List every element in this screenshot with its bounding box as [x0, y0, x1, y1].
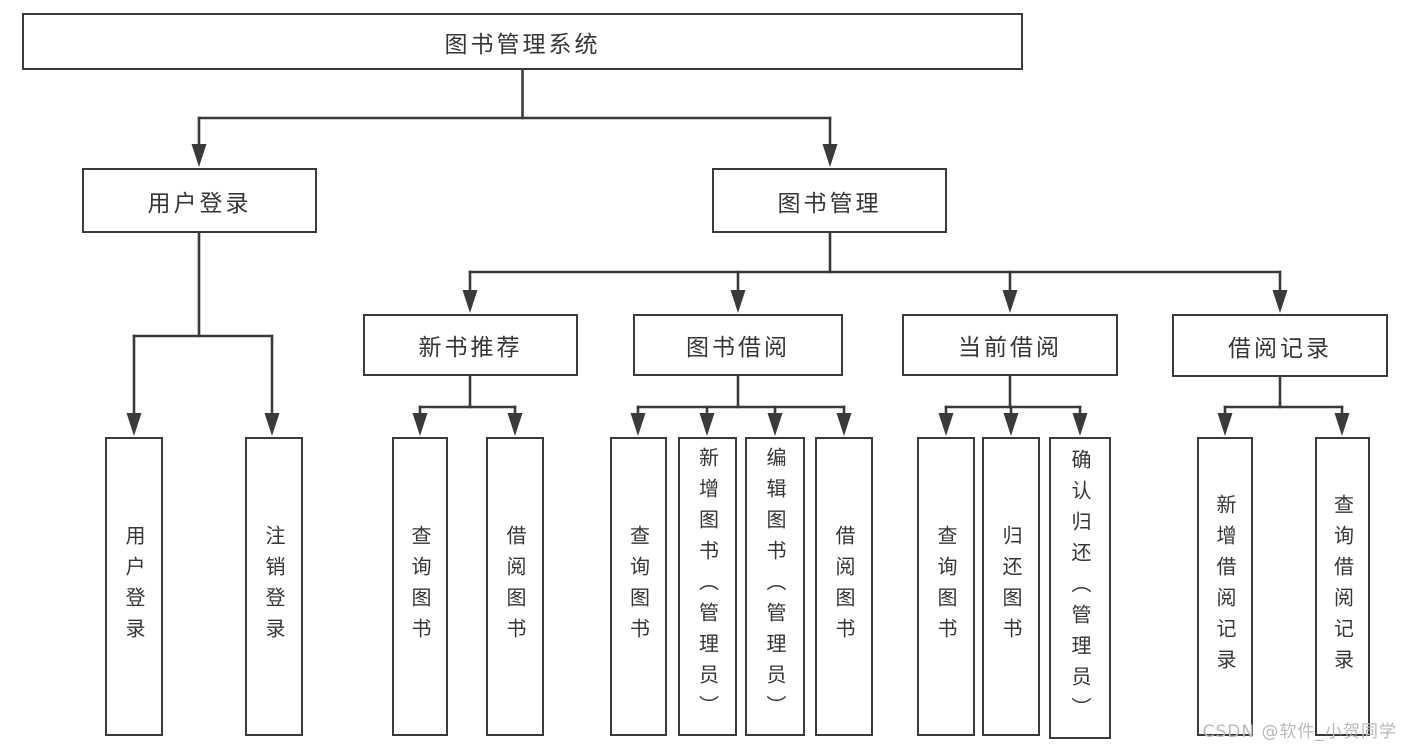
node-label: 用户登录 — [147, 190, 252, 217]
root-node: 图书管理系统 — [22, 13, 1023, 70]
leaf-label: 查询借阅记录 — [1330, 493, 1355, 680]
leaf-edit-book-admin: 编辑图书（管理员） — [745, 437, 805, 736]
leaf-return-books: 归还图书 — [982, 437, 1040, 736]
leaf-borrow-books-recommend: 借阅图书 — [486, 437, 544, 736]
csdn-watermark: CSDN @软件_小贺同学 — [1202, 722, 1397, 742]
leaf-label: 借阅图书 — [503, 524, 527, 649]
leaf-label: 确认归还（管理员） — [1068, 448, 1092, 728]
leaf-label: 新增图书（管理员） — [695, 447, 720, 726]
leaf-label: 编辑图书（管理员） — [763, 447, 787, 726]
leaf-label: 借阅图书 — [832, 524, 856, 649]
node-label: 图书管理 — [777, 190, 882, 217]
node-book-borrowing: 图书借阅 — [633, 314, 843, 376]
leaf-label: 用户登录 — [122, 524, 146, 649]
node-label: 当前借阅 — [958, 335, 1062, 361]
leaf-label: 新增借阅记录 — [1213, 493, 1237, 680]
node-borrowing-records: 借阅记录 — [1172, 314, 1388, 377]
node-label: 新书推荐 — [418, 335, 523, 361]
leaf-logout: 注销登录 — [245, 437, 303, 736]
leaf-label: 查询图书 — [626, 524, 651, 649]
node-label: 借阅记录 — [1228, 335, 1332, 362]
leaf-query-books-current: 查询图书 — [917, 437, 975, 736]
node-label: 图书借阅 — [686, 335, 790, 361]
leaf-label: 注销登录 — [262, 524, 286, 649]
node-current-borrowing: 当前借阅 — [902, 314, 1118, 376]
leaf-confirm-return-admin: 确认归还（管理员） — [1049, 437, 1111, 739]
node-user-login: 用户登录 — [82, 168, 317, 233]
leaf-label: 查询图书 — [934, 524, 958, 649]
leaf-label: 查询图书 — [408, 524, 432, 649]
node-book-management: 图书管理 — [712, 168, 947, 233]
node-label: 图书管理系统 — [444, 31, 601, 58]
leaf-query-borrow-record: 查询借阅记录 — [1315, 437, 1370, 736]
leaf-query-books-borrow: 查询图书 — [610, 437, 667, 736]
leaf-borrow-books: 借阅图书 — [815, 437, 873, 736]
leaf-label: 归还图书 — [999, 524, 1023, 649]
node-new-book-recommendation: 新书推荐 — [363, 314, 578, 376]
leaf-add-book-admin: 新增图书（管理员） — [678, 437, 737, 736]
leaf-user-login: 用户登录 — [105, 437, 163, 736]
leaf-add-borrow-record: 新增借阅记录 — [1197, 437, 1253, 736]
leaf-query-books-recommend: 查询图书 — [392, 437, 448, 736]
